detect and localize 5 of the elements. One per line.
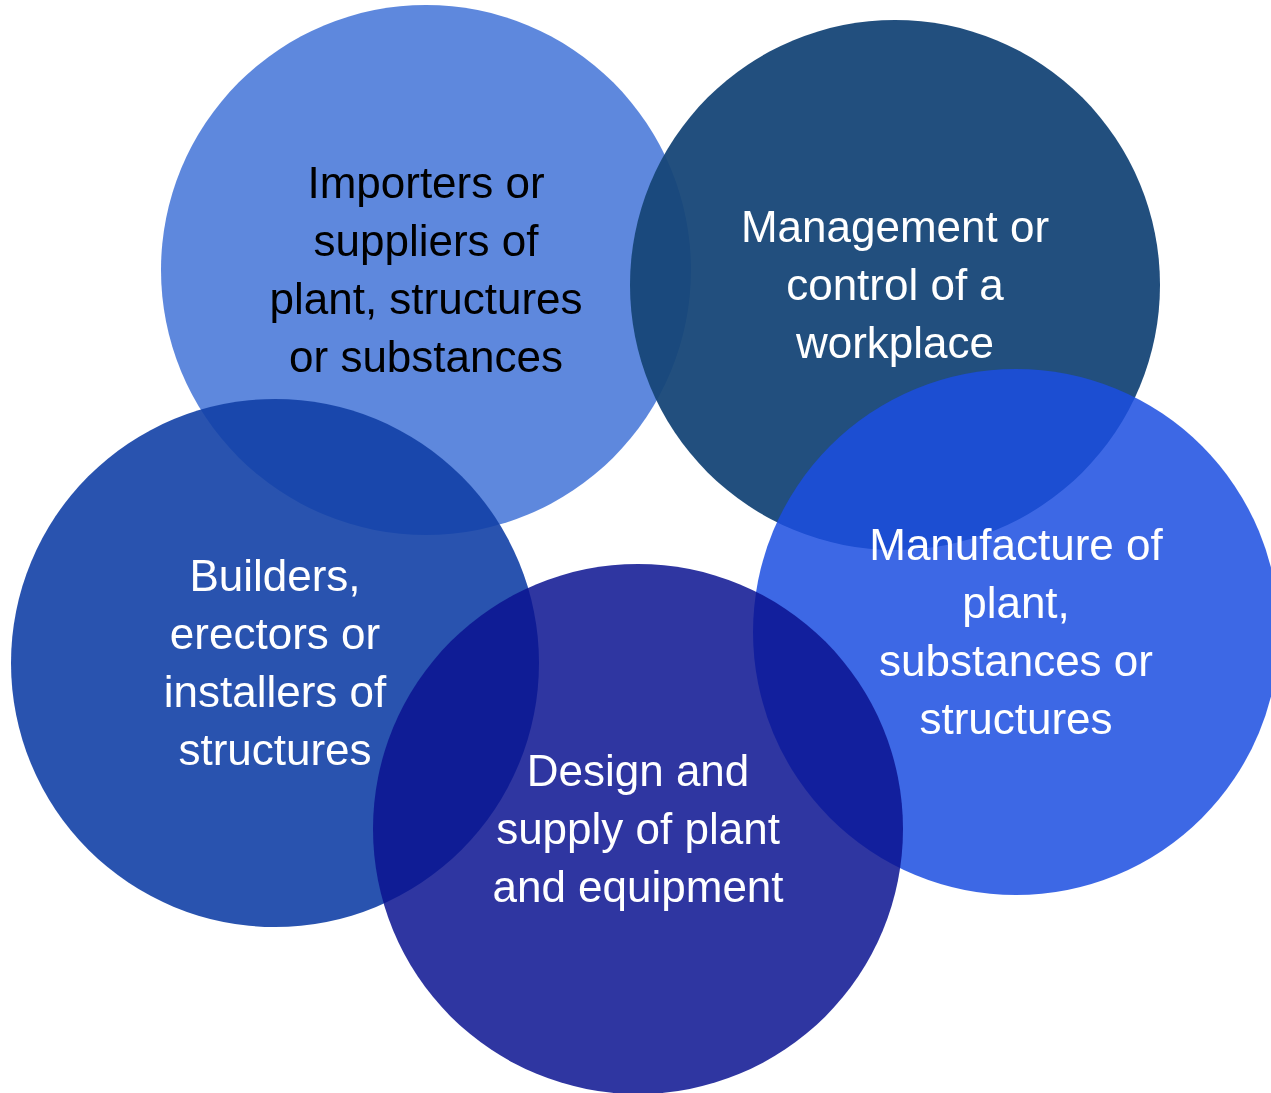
circle-label: Importers or suppliers of plant, structures or substances xyxy=(268,157,584,383)
circle-label: Builders, erectors or installers of structures xyxy=(162,550,388,776)
circle-label: Design and supply of plant and equipment xyxy=(491,745,785,913)
circle-label: Manufacture of plant, substances or structures xyxy=(868,519,1164,745)
circle-label: Management or control of a workplace xyxy=(739,201,1051,369)
